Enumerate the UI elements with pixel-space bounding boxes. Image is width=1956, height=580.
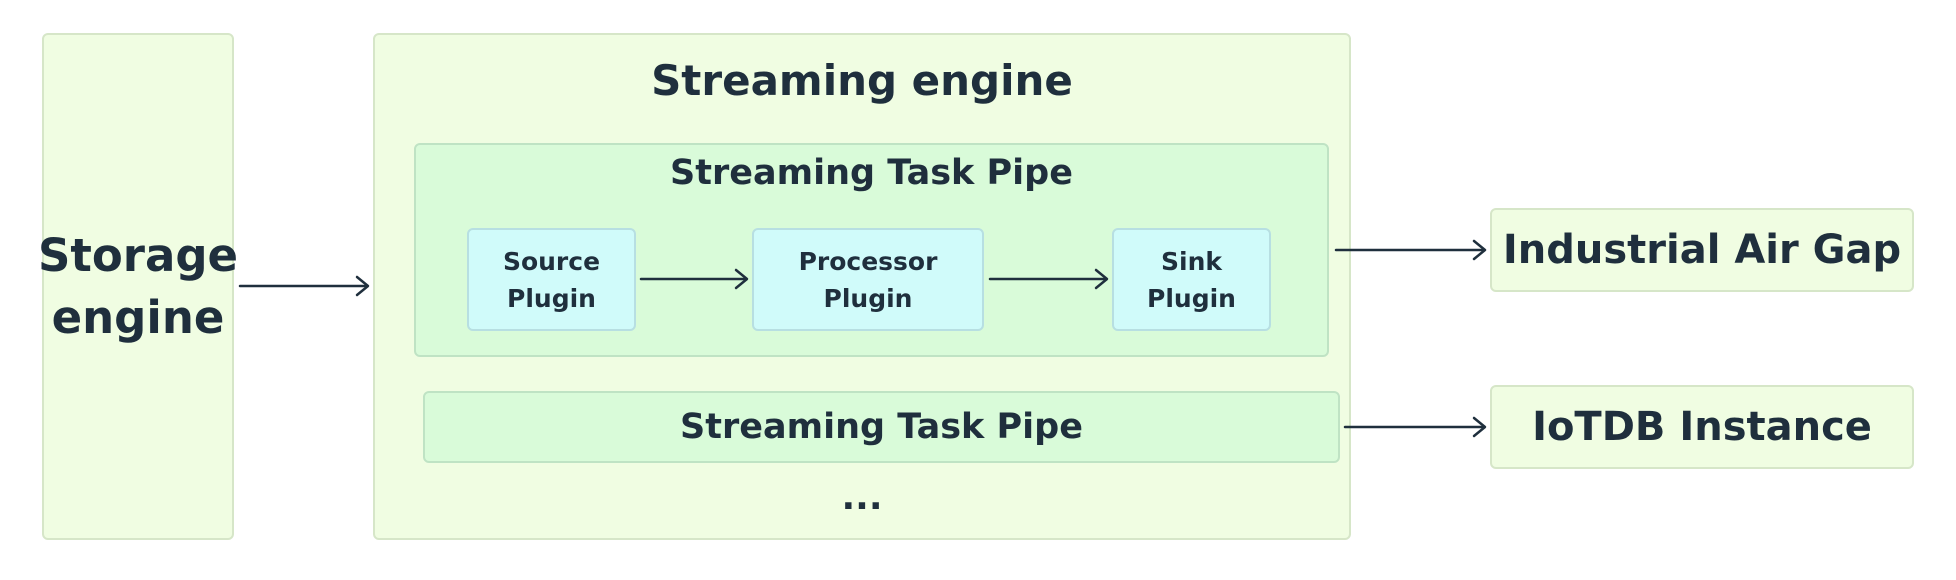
source-plugin: Source Plugin — [467, 228, 636, 331]
sink-plugin-line1: Sink — [1161, 246, 1222, 276]
industrial-air-gap-label: Industrial Air Gap — [1502, 227, 1902, 273]
iotdb-instance-label: IoTDB Instance — [1532, 404, 1872, 450]
storage-engine-box: Storage engine — [38, 33, 238, 540]
processor-plugin-line1: Processor — [798, 246, 938, 276]
streaming-engine-title: Streaming engine — [651, 56, 1073, 105]
arrow-pipe-to-iotdb — [1343, 416, 1487, 438]
source-plugin-line1: Source — [502, 246, 601, 276]
source-plugin-line2: Plugin — [507, 283, 596, 313]
industrial-air-gap-box: Industrial Air Gap — [1490, 208, 1914, 292]
storage-engine-label-line2: engine — [51, 290, 225, 344]
sink-plugin: Sink Plugin — [1112, 228, 1271, 331]
arrow-pipe-to-air-gap — [1334, 239, 1487, 261]
arrow-processor-to-sink — [988, 268, 1109, 290]
arrow-storage-to-streaming — [238, 275, 370, 297]
processor-plugin: Processor Plugin — [752, 228, 984, 331]
sink-plugin-line2: Plugin — [1147, 283, 1236, 313]
iotdb-instance-box: IoTDB Instance — [1490, 385, 1914, 469]
streaming-task-pipe-secondary: Streaming Task Pipe — [423, 391, 1340, 463]
processor-plugin-line2: Plugin — [823, 283, 913, 313]
pipe-secondary-title: Streaming Task Pipe — [680, 407, 1083, 447]
more-pipes-indicator: ... — [841, 477, 883, 518]
storage-engine-label-line1: Storage — [37, 228, 239, 282]
pipe-primary-title: Streaming Task Pipe — [670, 153, 1073, 193]
arrow-source-to-processor — [639, 268, 749, 290]
